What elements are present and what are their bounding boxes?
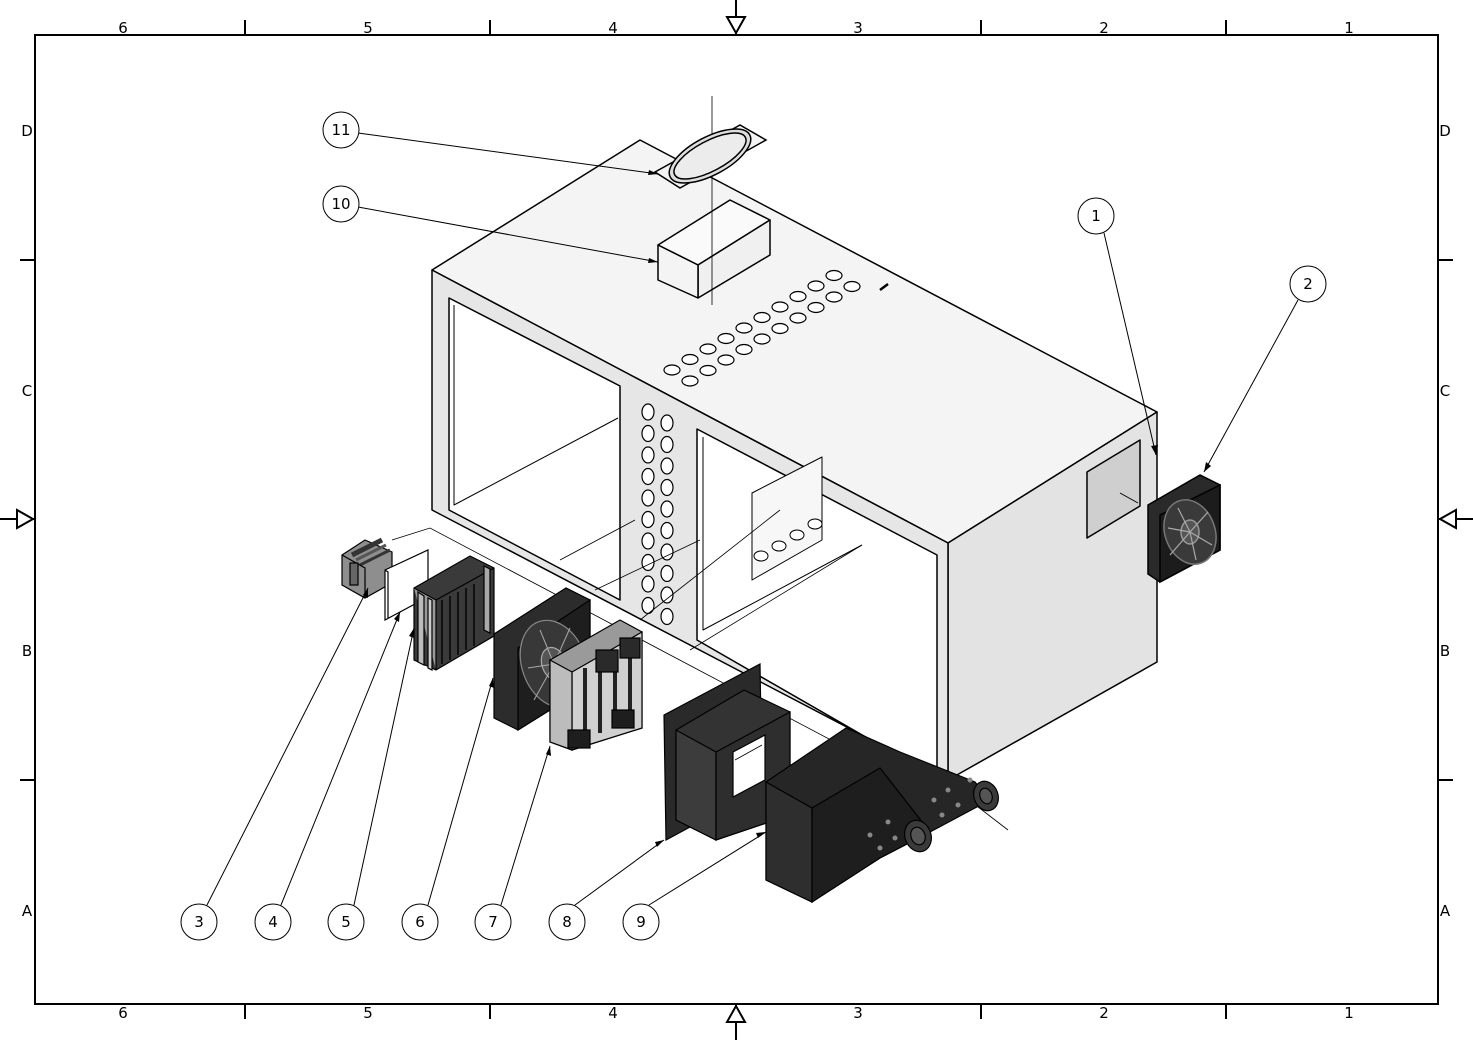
balloon-5: 5 <box>341 913 351 931</box>
zone-col-top-2: 2 <box>1099 19 1109 37</box>
part-10-duct <box>657 199 771 299</box>
zone-col-top-5: 5 <box>363 19 373 37</box>
vent-hole <box>699 364 717 377</box>
vent-hole <box>641 596 655 615</box>
balloon-1: 1 <box>1091 207 1101 225</box>
vent-hole <box>663 364 681 376</box>
balloon-3: 3 <box>194 913 204 931</box>
balloon-10: 10 <box>331 195 350 213</box>
enclosure-box <box>431 139 1158 781</box>
leader-lines <box>206 132 1299 906</box>
vent-hole <box>789 290 807 303</box>
part-9-nozzle <box>765 727 999 904</box>
vent-hole <box>735 322 753 334</box>
balloon-11: 11 <box>331 121 350 139</box>
vent-hole <box>660 457 674 475</box>
zone-row-right-D: D <box>1439 122 1451 140</box>
vent-hole <box>641 446 655 464</box>
vent-hole <box>681 375 699 387</box>
vent-hole <box>660 500 674 518</box>
zone-col-bottom-1: 1 <box>1344 1004 1354 1022</box>
part-5-large-heatsink <box>413 555 495 671</box>
vent-hole <box>825 291 843 303</box>
part-3-small-heatsink <box>341 537 393 599</box>
zone-row-left-C: C <box>22 382 32 400</box>
vent-hole <box>641 403 655 421</box>
balloon-4: 4 <box>268 913 278 931</box>
vent-hole <box>660 586 674 604</box>
zone-row-right-B: B <box>1440 642 1450 660</box>
inner-vent-holes <box>753 518 823 562</box>
vent-hole <box>641 532 655 550</box>
zone-col-top-1: 1 <box>1344 19 1354 37</box>
zone-col-bottom-2: 2 <box>1099 1004 1109 1022</box>
zone-col-top-4: 4 <box>608 19 618 37</box>
vent-hole <box>789 312 807 324</box>
zone-col-top-6: 6 <box>118 19 128 37</box>
part-7-heatsink-assembly <box>549 619 643 751</box>
vent-hole <box>717 332 735 345</box>
part-11-lens-plate <box>653 124 768 189</box>
balloon-8: 8 <box>562 913 572 931</box>
vent-hole <box>641 489 655 507</box>
zone-col-bottom-4: 4 <box>608 1004 618 1022</box>
balloons <box>180 111 1327 941</box>
vent-hole <box>771 322 789 335</box>
zone-row-left-A: A <box>22 902 33 920</box>
vent-hole <box>825 269 843 282</box>
zone-row-right-A: A <box>1440 902 1451 920</box>
vent-hole <box>717 354 735 366</box>
part-2-side-fan <box>1147 474 1221 584</box>
vent-hole <box>660 521 674 540</box>
vent-hole <box>641 467 655 486</box>
top-vent-holes <box>663 269 861 387</box>
vent-hole <box>660 543 674 561</box>
vent-hole <box>641 510 655 529</box>
balloon-9: 9 <box>636 913 646 931</box>
part-8-flange-box <box>663 663 791 841</box>
zone-row-left-D: D <box>21 122 33 140</box>
vent-hole <box>660 564 674 583</box>
vent-hole <box>843 280 861 293</box>
zone-col-top-3: 3 <box>853 19 863 37</box>
vent-hole <box>660 478 674 497</box>
balloon-7: 7 <box>488 913 498 931</box>
vent-hole <box>753 311 771 324</box>
vent-hole <box>807 301 825 314</box>
vent-hole <box>681 353 699 366</box>
vent-hole <box>660 607 674 626</box>
zone-col-bottom-5: 5 <box>363 1004 373 1022</box>
front-vent-holes <box>641 403 674 626</box>
vent-hole <box>660 435 674 454</box>
leader-arrowheads <box>363 170 1211 847</box>
vent-hole <box>753 333 771 345</box>
zone-col-bottom-3: 3 <box>853 1004 863 1022</box>
vent-hole <box>771 301 789 313</box>
balloon-6: 6 <box>415 913 425 931</box>
zone-row-right-C: C <box>1440 382 1450 400</box>
vent-hole <box>735 343 753 356</box>
vent-hole <box>807 280 825 292</box>
zone-row-left-B: B <box>22 642 32 660</box>
balloon-2: 2 <box>1303 275 1313 293</box>
vent-hole <box>641 575 655 593</box>
vent-hole <box>660 414 674 432</box>
vent-hole <box>641 424 655 443</box>
zone-col-bottom-6: 6 <box>118 1004 128 1022</box>
vent-hole <box>699 343 717 355</box>
